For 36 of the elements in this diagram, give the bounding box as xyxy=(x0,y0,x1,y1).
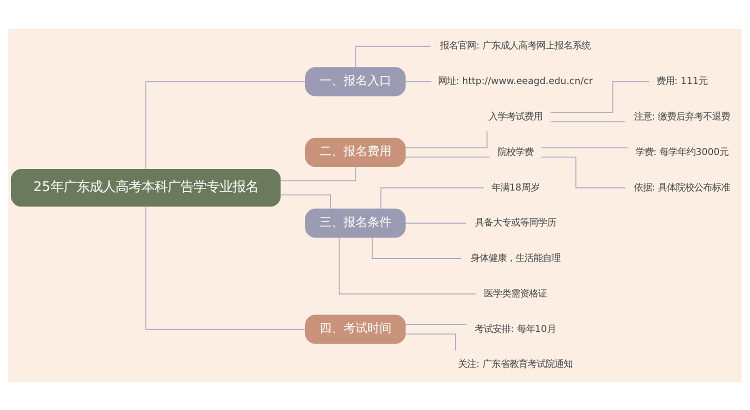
connector xyxy=(540,156,626,188)
connector xyxy=(280,166,356,181)
node-box: 四、考试时间 xyxy=(305,314,406,344)
connector xyxy=(145,80,306,170)
connector xyxy=(404,222,466,224)
node-text: 入学考试费用 xyxy=(488,110,542,122)
connector xyxy=(540,146,628,148)
node-text: 医学类需资格证 xyxy=(484,288,547,299)
connector xyxy=(338,236,476,294)
node-text: 院校学费 xyxy=(497,146,534,158)
node-box: 一、报名入口 xyxy=(305,66,406,96)
node-text: 年满18周岁 xyxy=(491,182,540,193)
node-text: 具备大专或等同学历 xyxy=(474,217,556,228)
connector xyxy=(404,156,490,158)
connector xyxy=(372,236,462,258)
node-text: 报名官网: 广东成人高考网上报名系统 xyxy=(440,40,590,52)
node-box: 二、报名费用 xyxy=(305,137,406,166)
node-text: 费用: 111元 xyxy=(656,76,708,87)
connector xyxy=(550,80,650,112)
connector xyxy=(405,130,488,148)
node-text: 关注: 广东省教育考试院通知 xyxy=(458,358,572,370)
connector xyxy=(405,333,456,350)
connector xyxy=(550,120,626,122)
connector xyxy=(145,205,306,330)
connector xyxy=(280,194,331,209)
node-text: 学费: 每学年约3000元 xyxy=(635,146,729,158)
node-text: 依据: 具体院校公布标准 xyxy=(634,182,730,193)
connector xyxy=(404,80,432,82)
connector xyxy=(355,45,431,68)
node-box: 三、报名条件 xyxy=(305,208,406,238)
node-text: 考试安排: 每年10月 xyxy=(474,323,556,334)
node-text: 身体健康，生活能自理 xyxy=(470,252,560,264)
node-box: 25年广东成人高考本科广告学专业报名 xyxy=(11,168,281,206)
node-text: 网址: http://www.eeagd.edu.cn/cr xyxy=(438,76,593,87)
connector xyxy=(380,186,484,209)
node-text: 注意: 缴费后弃考不退费 xyxy=(634,110,730,122)
